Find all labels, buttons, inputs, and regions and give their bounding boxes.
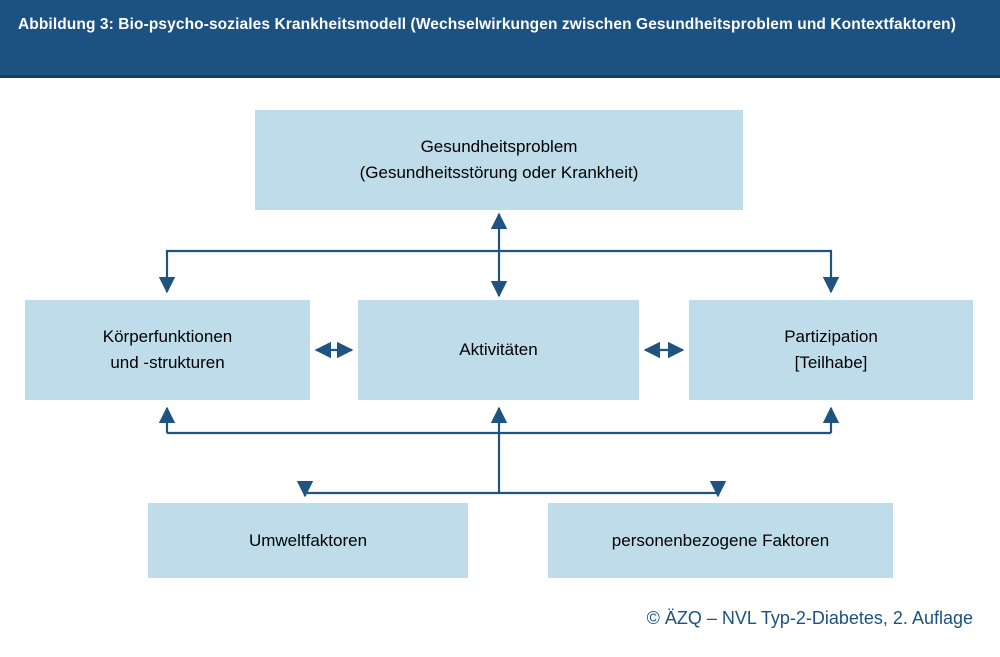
node-gesundheitsproblem[interactable]: Gesundheitsproblem (Gesundheitsstörung o… xyxy=(255,110,743,210)
node-personenbezogene-faktoren[interactable]: personenbezogene Faktoren xyxy=(548,503,893,578)
node-koerperfunktionen-label: Körperfunktionen und -strukturen xyxy=(102,327,233,372)
node-personenbezogene-faktoren-label: personenbezogene Faktoren xyxy=(611,530,830,550)
node-koerperfunktionen-und-strukturen[interactable]: Körperfunktionen und -strukturen xyxy=(25,300,310,400)
arrow-to-environmental-factors xyxy=(296,480,499,498)
arrow-to-personal-factors xyxy=(499,480,727,498)
arrow-health-problem-body-functions xyxy=(158,249,499,294)
node-partizipation-teilhabe[interactable]: Partizipation [Teilhabe] xyxy=(689,300,973,400)
node-gesundheitsproblem-label: Gesundheitsproblem (Gesundheitsstörung o… xyxy=(359,137,639,182)
node-aktivitaeten-label: Aktivitäten xyxy=(459,340,538,359)
figure-header-bar: Abbildung 3: Bio-psycho-soziales Krankhe… xyxy=(0,0,1000,78)
node-partizipation-label: Partizipation [Teilhabe] xyxy=(784,327,878,372)
arrow-health-problem-participation xyxy=(499,249,840,294)
figure-credit: © ÄZQ – NVL Typ-2-Diabetes, 2. Auflage xyxy=(646,608,973,628)
node-umweltfaktoren-label: Umweltfaktoren xyxy=(248,530,368,550)
node-umweltfaktoren[interactable]: Umweltfaktoren xyxy=(148,503,468,578)
figure-caption: Abbildung 3: Bio-psycho-soziales Krankhe… xyxy=(18,16,956,33)
node-aktivitaeten[interactable]: Aktivitäten xyxy=(358,300,639,400)
